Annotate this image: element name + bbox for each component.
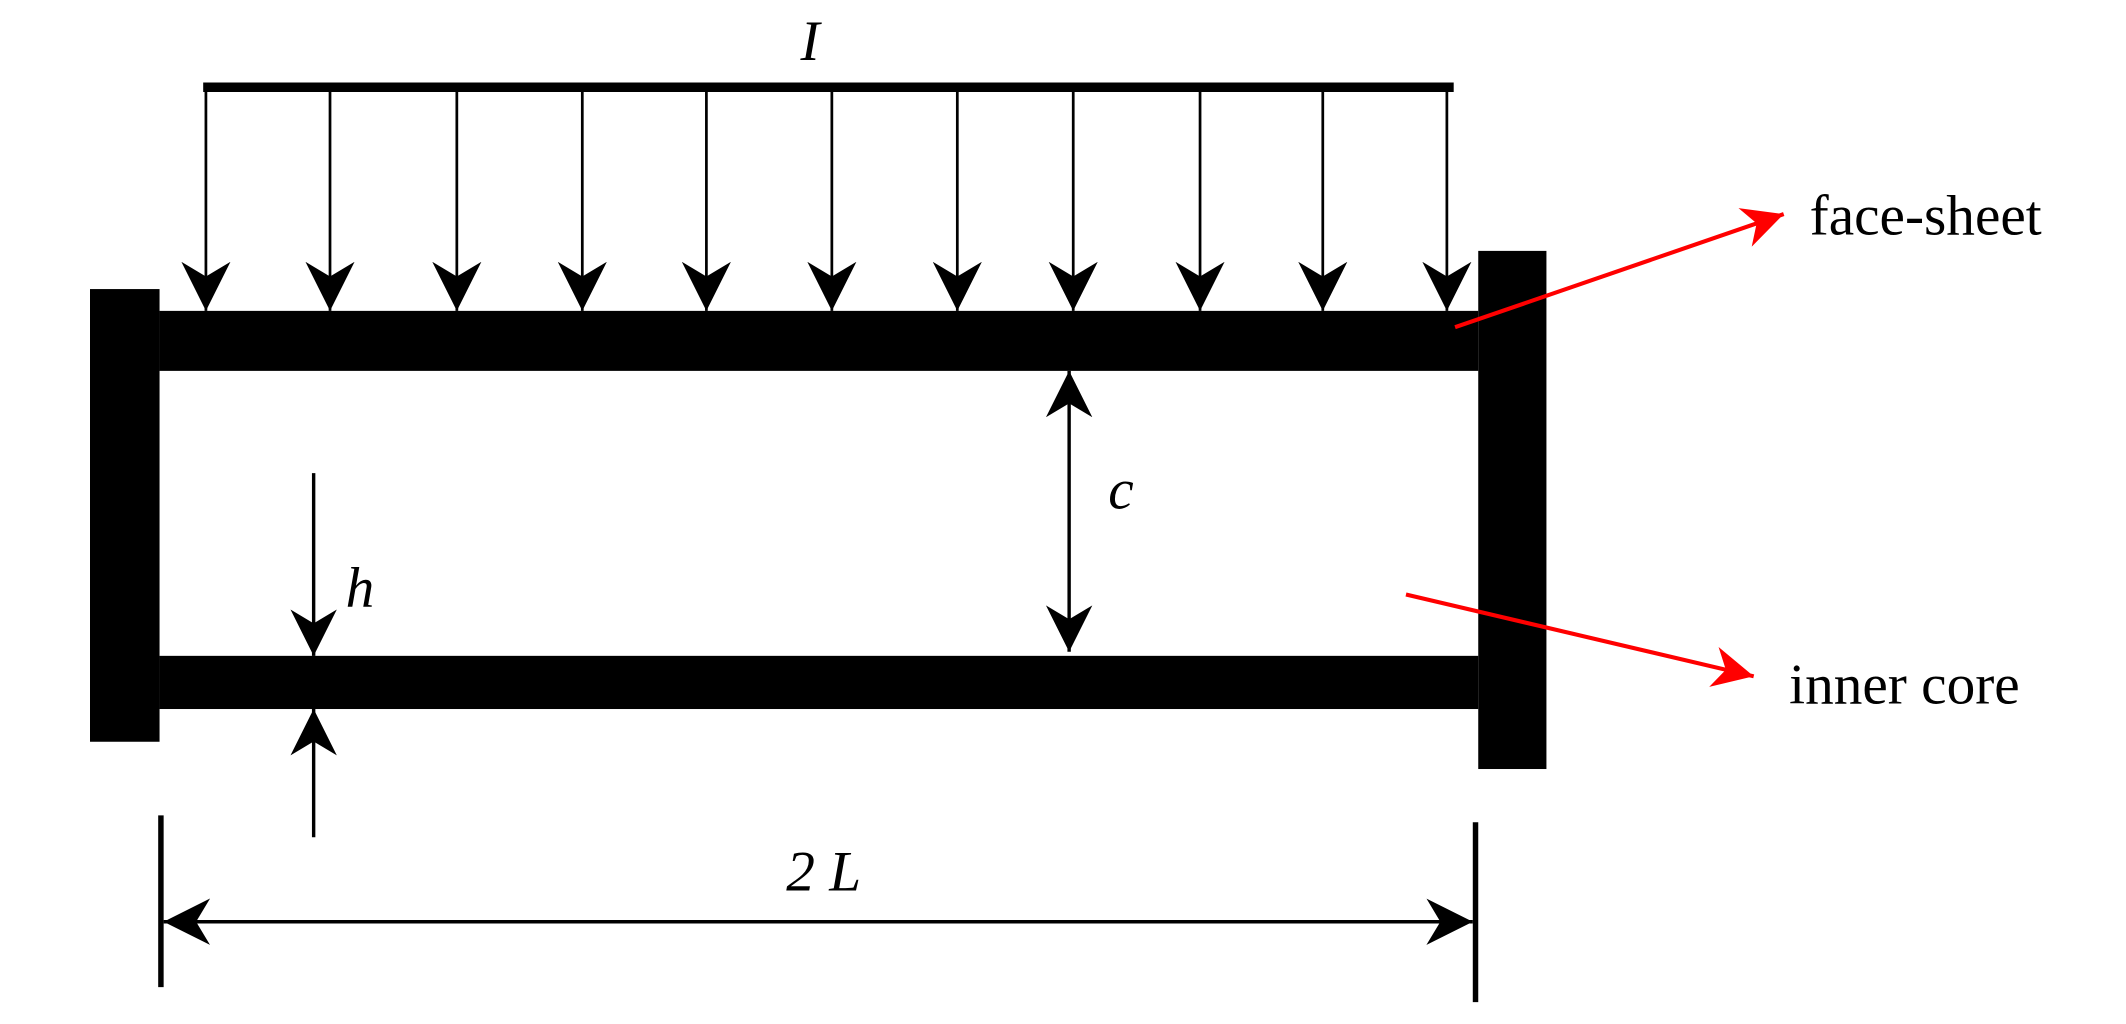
face-sheet-label: face-sheet <box>1810 185 2042 248</box>
left-support <box>90 289 160 742</box>
distributed-load-arrows <box>181 89 1472 311</box>
inner-core-label: inner core <box>1789 654 2020 717</box>
top-face-sheet <box>159 310 1479 371</box>
thickness-label: h <box>346 557 375 620</box>
right-support <box>1478 250 1547 770</box>
load-label: I <box>799 10 822 73</box>
bottom-face-sheet <box>159 655 1479 710</box>
span-label: 2 L <box>786 840 861 903</box>
face-sheet-pointer <box>1454 208 1785 330</box>
core-height-label: c <box>1108 459 1133 522</box>
inner-core-pointer <box>1405 592 1755 687</box>
